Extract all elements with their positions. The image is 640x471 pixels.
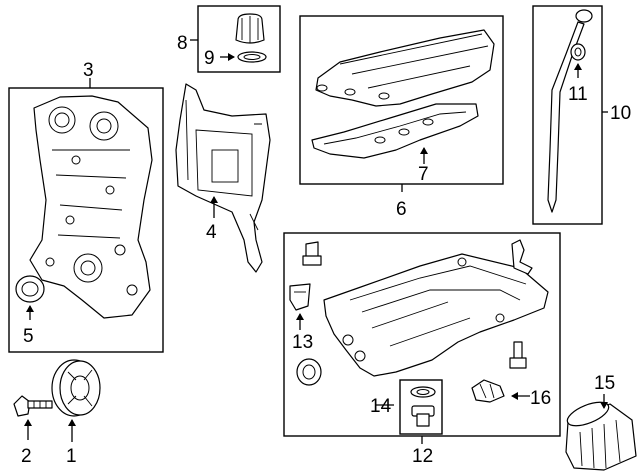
oil-level-sensor-bolt[interactable] <box>509 341 527 369</box>
drain-plug[interactable] <box>411 405 435 427</box>
oil-cap-box <box>197 5 281 73</box>
dipstick-seal[interactable] <box>570 43 586 61</box>
oil-pump-screen[interactable] <box>289 283 311 311</box>
callout-15: 15 <box>594 373 615 394</box>
oil-filter[interactable] <box>564 397 637 471</box>
callout-11: 11 <box>568 84 588 105</box>
callout-6: 6 <box>396 199 407 220</box>
oil-filter-group: 15 <box>564 373 637 471</box>
callout-12: 12 <box>412 446 433 467</box>
timing-plate[interactable] <box>175 83 271 273</box>
callout-2: 2 <box>21 446 32 467</box>
callout-14: 14 <box>370 396 392 417</box>
callout-13: 13 <box>292 332 313 353</box>
callout-7: 7 <box>418 164 429 185</box>
callout-10: 10 <box>610 103 631 124</box>
oil-pan[interactable] <box>323 253 549 377</box>
dipstick-box <box>532 5 603 225</box>
timing-plate-group: 4 <box>175 83 271 273</box>
timing-cover[interactable] <box>29 95 153 319</box>
callout-1: 1 <box>66 446 77 467</box>
callout-5: 5 <box>23 326 34 347</box>
valve-cover[interactable] <box>315 29 495 107</box>
valve-cover-group: 7 6 <box>299 15 504 220</box>
oil-cap-seal[interactable] <box>237 51 267 63</box>
callout-3: 3 <box>83 60 94 81</box>
oil-cap-group: 8 9 <box>177 5 281 73</box>
callout-8: 8 <box>177 33 188 54</box>
oil-pickup-tube[interactable] <box>511 239 533 275</box>
oil-pan-group: 13 14 16 12 <box>283 232 561 467</box>
drain-plug-washer[interactable] <box>410 386 436 398</box>
drain-plug-box <box>399 379 443 435</box>
dipstick-group: 11 10 <box>532 5 631 225</box>
oil-pressure-sensor[interactable] <box>471 379 505 403</box>
callout-4: 4 <box>206 222 217 243</box>
pan-seal[interactable] <box>296 358 322 386</box>
crank-pulley-group: 1 2 <box>13 359 101 467</box>
front-crank-seal[interactable] <box>15 275 45 303</box>
timing-cover-group: 5 3 <box>8 60 164 353</box>
crank-pulley-bolt[interactable] <box>13 395 53 417</box>
pan-bolt[interactable] <box>302 241 322 266</box>
callout-9: 9 <box>204 48 215 69</box>
timing-cover-box <box>8 87 164 353</box>
oil-level-dipstick[interactable] <box>547 9 593 213</box>
callout-16: 16 <box>530 388 551 409</box>
oil-filler-cap[interactable] <box>235 13 265 44</box>
crankshaft-pulley[interactable] <box>51 359 101 417</box>
valve-cover-gasket[interactable] <box>311 103 479 159</box>
